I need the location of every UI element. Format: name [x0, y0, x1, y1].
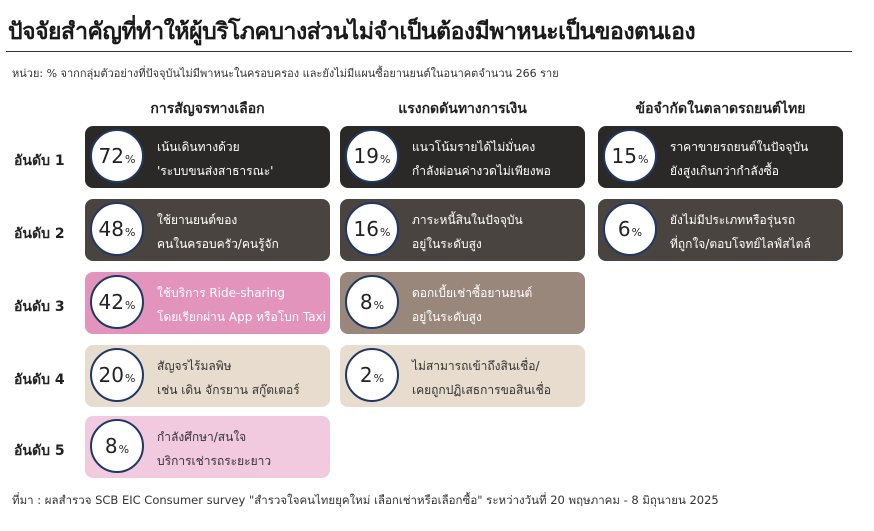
percent-circle: 8% [90, 419, 144, 473]
column-header-financial-pressure: แรงกดดันทางการเงิน [398, 101, 527, 117]
factor-line-2: บริการเช่ารถระยะยาว [157, 454, 272, 468]
page-title: ปัจจัยสำคัญที่ทำให้ผู้บริโภคบางส่วนไม่จำ… [8, 19, 696, 45]
factor-line-2: ยังสูงเกินกว่ากำลังซื้อ [670, 164, 779, 178]
factor-card: 2% ไม่สามารถเข้าถึงสินเชื่อ/ เคยถูกปฏิเส… [340, 345, 585, 407]
percent-circle: 42% [90, 275, 144, 329]
factor-line-2: 'ระบบขนส่งสาธารณะ' [157, 164, 274, 178]
factor-line-1: แนวโน้มรายได้ไม่มั่นคง [412, 140, 536, 154]
percent-sign: % [373, 298, 385, 312]
factor-line-2: เคยถูกปฏิเสธการขอสินเชื่อ [412, 383, 551, 397]
factor-card: 8% กำลังศึกษา/สนใจ บริการเช่ารถระยะยาว [85, 416, 330, 478]
factor-line-1: ใช้ยานยนต์ของ [157, 213, 238, 227]
percent-value: 42 [98, 290, 124, 314]
percent-circle: 48% [90, 202, 144, 256]
factor-card: 8% ดอกเบี้ยเช่าซื้อยานยนต์ อยู่ในระดับสู… [340, 272, 585, 334]
percent-value: 16 [353, 217, 379, 241]
factor-line-2: อยู่ในระดับสูง [412, 237, 482, 251]
percent-sign: % [373, 371, 385, 385]
rank-label: อันดับ 1 [14, 153, 65, 169]
factor-card: 16% ภาระหนี้สินในปัจจุบัน อยู่ในระดับสูง [340, 199, 585, 261]
factor-line-2: โดยเรียกผ่าน App หรือโบก Taxi [157, 310, 326, 324]
factor-line-1: ภาระหนี้สินในปัจจุบัน [412, 213, 523, 227]
percent-value: 72 [98, 144, 124, 168]
percent-sign: % [638, 152, 649, 166]
percent-value: 48 [98, 217, 124, 241]
factor-line-1: ดอกเบี้ยเช่าซื้อยานยนต์ [412, 286, 533, 300]
percent-sign: % [118, 442, 130, 456]
rank-label: อันดับ 5 [14, 443, 65, 459]
factor-card: 6% ยังไม่มีประเภทหรือรุ่นรถ ที่ถูกใจ/ตอบ… [598, 199, 843, 261]
factor-line-2: อยู่ในระดับสูง [412, 310, 482, 324]
factor-line-1: กำลังศึกษา/สนใจ [157, 430, 247, 444]
percent-circle: 16% [345, 202, 399, 256]
percent-value: 19 [353, 144, 379, 168]
factor-line-2: คนในครอบครัว/คนรู้จัก [157, 237, 279, 251]
percent-sign: % [380, 225, 391, 239]
percent-sign: % [125, 298, 136, 312]
source-note: ที่มา : ผลสำรวจ SCB EIC Consumer survey … [12, 493, 719, 507]
percent-value: 6 [617, 217, 631, 241]
factor-card: 72% เน้นเดินทางด้วย 'ระบบขนส่งสาธารณะ' [85, 126, 330, 188]
percent-sign: % [125, 152, 136, 166]
factor-card: 48% ใช้ยานยนต์ของ คนในครอบครัว/คนรู้จัก [85, 199, 330, 261]
factor-line-1: ไม่สามารถเข้าถึงสินเชื่อ/ [412, 359, 540, 373]
factor-line-1: ใช้บริการ Ride-sharing [157, 286, 286, 300]
factor-line-1: สัญจรไร้มลพิษ [157, 359, 232, 373]
title-divider [6, 51, 852, 52]
factor-line-1: เน้นเดินทางด้วย [157, 140, 240, 154]
percent-value: 8 [359, 290, 373, 314]
percent-circle: 6% [603, 202, 657, 256]
factor-line-2: ที่ถูกใจ/ตอบโจทย์ไลฟ์สไตล์ [670, 237, 811, 251]
factor-card: 19% แนวโน้มรายได้ไม่มั่นคง กำลังผ่อนค่าง… [340, 126, 585, 188]
rank-label: อันดับ 2 [14, 226, 65, 242]
percent-value: 2 [359, 363, 373, 387]
factor-card: 42% ใช้บริการ Ride-sharing โดยเรียกผ่าน … [85, 272, 330, 334]
percent-circle: 19% [345, 129, 399, 183]
factor-line-2: เช่น เดิน จักรยาน สกู๊ตเตอร์ [157, 383, 300, 397]
percent-value: 8 [104, 434, 118, 458]
percent-sign: % [125, 225, 136, 239]
percent-value: 15 [611, 144, 637, 168]
percent-circle: 72% [90, 129, 144, 183]
factor-line-2: กำลังผ่อนค่างวดไม่เพียงพอ [412, 164, 551, 178]
percent-value: 20 [98, 363, 124, 387]
column-header-alternative-mobility: การสัญจรทางเลือก [150, 101, 265, 117]
percent-sign: % [631, 225, 643, 239]
percent-circle: 8% [345, 275, 399, 329]
percent-circle: 20% [90, 348, 144, 402]
column-header-market-constraints: ข้อจำกัดในตลาดรถยนต์ไทย [635, 101, 806, 117]
percent-circle: 2% [345, 348, 399, 402]
percent-sign: % [380, 152, 391, 166]
percent-circle: 15% [603, 129, 657, 183]
factor-card: 15% ราคาขายรถยนต์ในปัจจุบัน ยังสูงเกินกว… [598, 126, 843, 188]
percent-sign: % [125, 371, 136, 385]
factor-line-1: ราคาขายรถยนต์ในปัจจุบัน [670, 140, 809, 154]
unit-note: หน่วย: % จากกลุ่มตัวอย่างที่ปัจจุบันไม่ม… [12, 67, 559, 80]
rank-label: อันดับ 4 [14, 372, 65, 388]
factor-line-1: ยังไม่มีประเภทหรือรุ่นรถ [670, 213, 796, 227]
factor-card: 20% สัญจรไร้มลพิษ เช่น เดิน จักรยาน สกู๊… [85, 345, 330, 407]
rank-label: อันดับ 3 [14, 299, 65, 315]
